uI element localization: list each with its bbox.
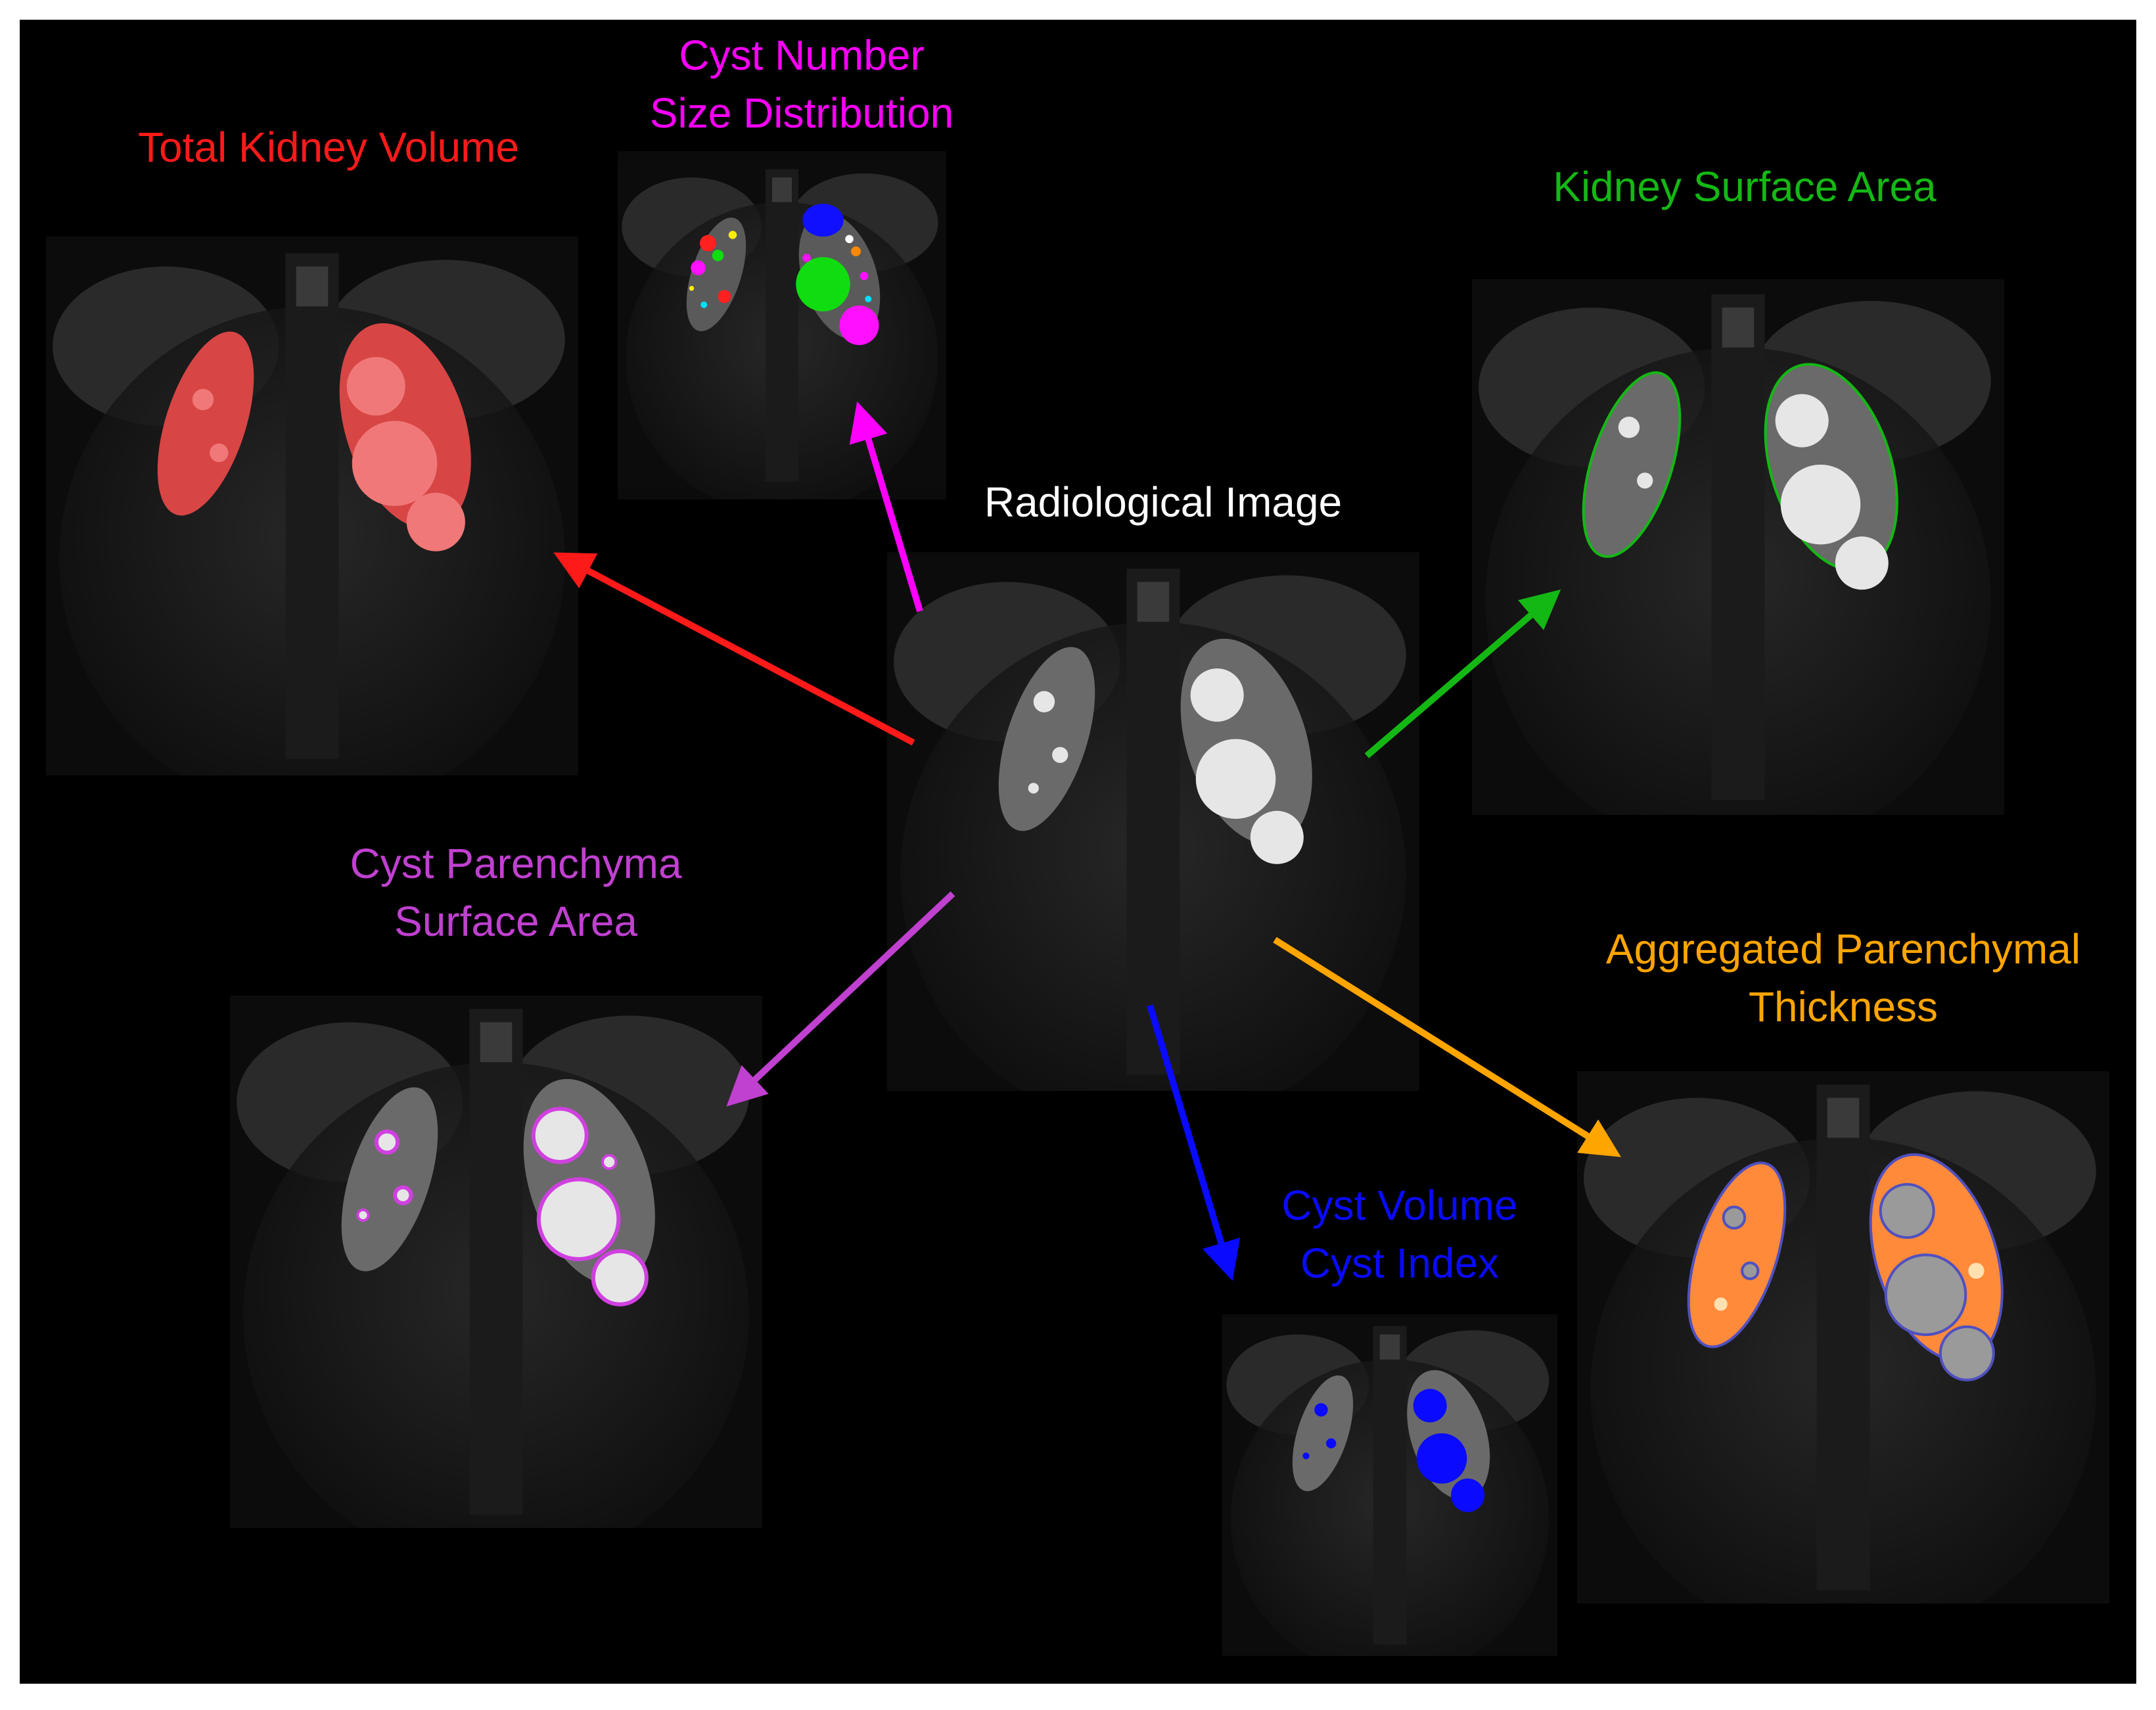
label-total-kidney-volume: Total Kidney Volume [66,118,591,176]
label-aggregated-line2: Thickness [1748,983,1938,1030]
cnsd-mri-svg [618,161,946,499]
panel-aggregated-parenchymal-thickness-image [1577,1071,2109,1604]
label-aggregated-parenchymal-thickness: Aggregated Parenchymal Thickness [1551,920,2136,1036]
label-cyst-volume-line2: Cyst Index [1300,1239,1500,1287]
label-cyst-parenchyma-surface-area: Cyst Parenchyma Surface Area [256,835,775,950]
cpsa-kidneys [341,1078,655,1306]
panel-kidney-surface-area-image [1472,279,2004,815]
figure-canvas: Total Kidney Volume Cyst Number Size Dis… [20,20,2136,1684]
label-cyst-number-line1: Cyst Number [679,32,925,79]
tkv-kidney-masks [157,323,471,551]
panel-cyst-volume-image [1222,1314,1557,1656]
center-kidneys [998,638,1312,864]
label-aggregated-line1: Aggregated Parenchymal [1605,925,2081,973]
label-cyst-number-line2: Size Distribution [649,89,954,137]
center-mri-svg [887,555,1419,1091]
panel-cyst-parenchyma-surface-area-image [230,996,762,1528]
label-radiological-image-text: Radiological Image [984,478,1342,526]
apt-mri-svg [1577,1071,2109,1604]
label-cyst-number-size-distribution: Cyst Number Size Distribution [559,26,1045,142]
cpsa-mri-svg [230,996,762,1528]
cvci-kidneys [1292,1370,1490,1512]
label-cyst-volume-line1: Cyst Volume [1281,1182,1518,1229]
arrow-to-total-kidney-volume [553,552,915,746]
cvci-mri-svg [1222,1318,1557,1656]
panel-total-kidney-volume-image [46,237,578,775]
label-cyst-volume-cyst-index: Cyst Volume Cyst Index [1189,1176,1610,1292]
label-kidney-surface-area-text: Kidney Surface Area [1553,163,1937,210]
label-total-kidney-volume-text: Total Kidney Volume [138,124,519,171]
label-cyst-parenchyma-line2: Surface Area [394,898,637,945]
ksa-kidneys [1582,363,1898,590]
label-kidney-surface-area: Kidney Surface Area [1465,158,2024,216]
panel-cyst-number-image [618,151,946,499]
tkv-mri-svg [46,240,578,775]
panel-radiological-image [887,552,1419,1091]
label-cyst-parenchyma-line1: Cyst Parenchyma [350,840,682,887]
label-radiological-image: Radiological Image [867,473,1459,531]
apt-kidneys [1687,1153,2004,1381]
ksa-mri-svg [1472,281,2004,815]
cnsd-colored-cysts [689,204,879,345]
